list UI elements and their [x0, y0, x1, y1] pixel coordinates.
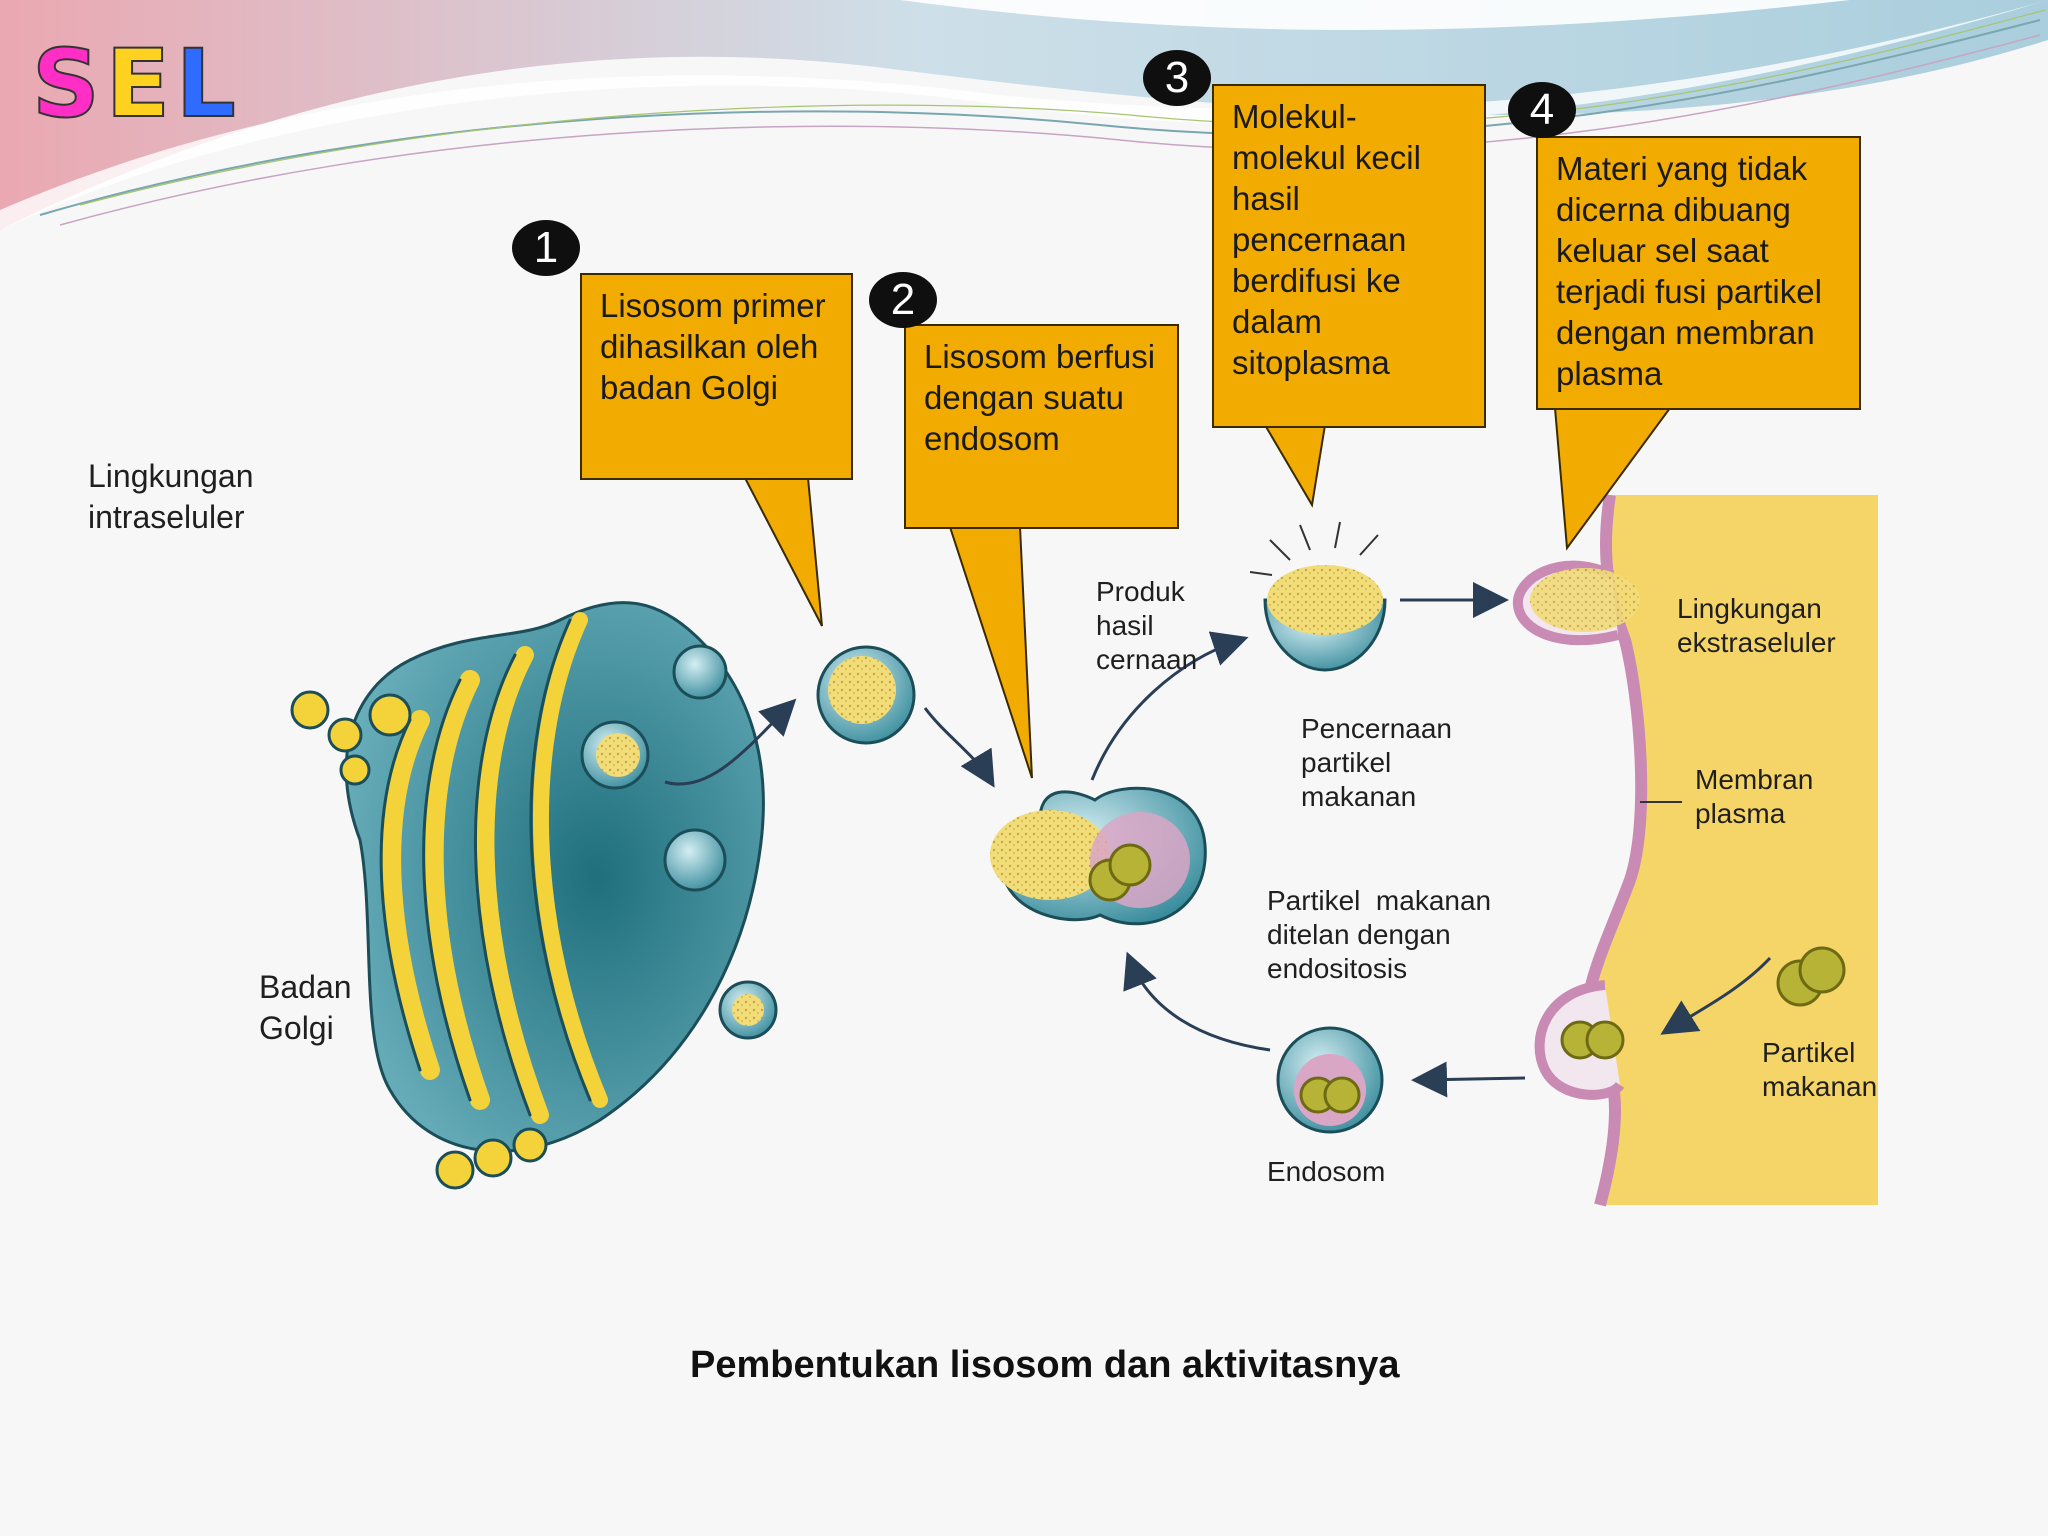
badge-1: 1 — [512, 220, 580, 276]
callout-4-text: Materi yang tidak dicerna dibuang keluar… — [1556, 150, 1822, 392]
callout-2: Lisosom berfusi dengan suatu endosom — [904, 324, 1179, 529]
label-extracellular: Lingkungan ekstraseluler — [1677, 593, 1836, 658]
callout-3: Molekul-molekul kecil hasil pencernaan b… — [1212, 84, 1486, 428]
callout-1-text: Lisosom primer dihasilkan oleh badan Gol… — [600, 287, 826, 406]
label-digestion-products: Produk hasil cernaan — [1096, 576, 1198, 675]
callout-1: Lisosom primer dihasilkan oleh badan Gol… — [580, 273, 853, 480]
label-intracellular: Lingkungan intraseluler — [88, 458, 254, 535]
figure-caption: Pembentukan lisosom dan aktivitasnya — [690, 1344, 1400, 1386]
badge-2: 2 — [869, 272, 937, 328]
sel-logo: SEL — [31, 37, 242, 133]
label-endosome: Endosom — [1267, 1156, 1386, 1187]
label-food-digestion: Pencernaan partikel makanan — [1301, 713, 1453, 812]
logo-letter-l: L — [175, 30, 242, 139]
callout-3-text: Molekul-molekul kecil hasil pencernaan b… — [1232, 98, 1421, 381]
label-food-particle: Partikel makanan — [1762, 1037, 1878, 1102]
label-food-endocytosis: Partikel makanan ditelan dengan endosito… — [1267, 885, 1499, 984]
callout-2-text: Lisosom berfusi dengan suatu endosom — [924, 338, 1156, 457]
badge-4: 4 — [1508, 82, 1576, 138]
logo-letter-e: E — [105, 30, 176, 139]
label-golgi: Badan Golgi — [259, 969, 352, 1046]
badge-3: 3 — [1143, 50, 1211, 106]
logo-letter-s: S — [31, 30, 106, 139]
label-plasma-membrane: Membran plasma — [1695, 764, 1814, 829]
callout-4: Materi yang tidak dicerna dibuang keluar… — [1536, 136, 1861, 410]
